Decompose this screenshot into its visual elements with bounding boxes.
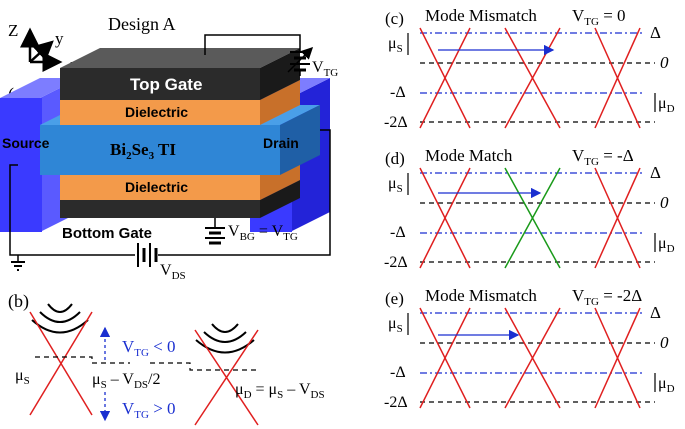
- bottom-dielectric-label: Dielectric: [125, 179, 188, 195]
- energy-panel-3: (e) Mode Mismatch VTG = -2Δ μS -Δ -2Δ Δ 0 μD: [384, 286, 675, 411]
- neg-2delta-label: -2Δ: [384, 394, 408, 411]
- panel-b: (b) μS μS – VDS/2 μD = μS – V: [8, 291, 325, 426]
- potential-profile: [35, 356, 260, 371]
- neg-delta-label: -Δ: [390, 364, 406, 381]
- panel-label: (c): [385, 9, 404, 28]
- vbg-source-icon: [205, 218, 225, 245]
- right-dirac-cone: [194, 329, 259, 426]
- dirac-cone-branch: [594, 167, 641, 269]
- dirac-cone-branch: [504, 167, 561, 269]
- vtg-value-label: VTG = -Δ: [572, 146, 634, 168]
- mid-potential-label: μS – VDS/2: [92, 371, 160, 391]
- dirac-cone-branch: [419, 27, 471, 129]
- dirac-cone-branch: [594, 27, 641, 129]
- source-label: Source: [2, 135, 50, 151]
- panel-label: (d): [385, 149, 405, 168]
- zero-label: 0: [660, 53, 669, 72]
- mu-d-label: μD: [658, 235, 675, 255]
- panel-b-label: (b): [8, 291, 29, 312]
- vtg-source-icon: [204, 34, 314, 76]
- mu-d-label-b: μD = μS – VDS: [235, 381, 325, 401]
- bottom-gate-label: Bottom Gate: [62, 225, 152, 242]
- zero-label: 0: [660, 193, 669, 212]
- vtg-negative-label: VTG < 0: [122, 337, 176, 359]
- axis-z-label: Z: [8, 21, 18, 40]
- mu-s-label: μS: [388, 315, 403, 335]
- top-gate: [60, 48, 300, 100]
- panel-label: (e): [385, 289, 404, 308]
- vtg-value-label: VTG = -2Δ: [572, 286, 642, 308]
- panel-title: Mode Match: [425, 146, 513, 165]
- mu-s-label: μS: [388, 35, 403, 55]
- vtg-positive-label: VTG > 0: [122, 399, 176, 421]
- dirac-cone-branch: [419, 167, 471, 269]
- top-dielectric-label: Dielectric: [125, 104, 188, 120]
- dirac-cone-branch: [419, 307, 471, 409]
- mu-s-label: μS: [388, 175, 403, 195]
- delta-label: Δ: [650, 163, 661, 182]
- mu-d-label: μD: [658, 95, 675, 115]
- vds-circuit-icon: [9, 129, 331, 271]
- top-gate-label: Top Gate: [130, 75, 202, 94]
- mu-s-label-b: μS: [15, 367, 30, 387]
- neg-delta-label: -Δ: [390, 224, 406, 241]
- energy-panel-2: (d) Mode Match VTG = -Δ μS -Δ -2Δ Δ 0 μD: [384, 146, 675, 271]
- panel-a: Z y x (a) Design A: [0, 14, 338, 282]
- neg-delta-label: -Δ: [390, 84, 406, 101]
- vtg-value-label: VTG = 0: [572, 6, 626, 28]
- delta-label: Δ: [650, 23, 661, 42]
- vbg-label: VBG = VTG: [228, 223, 298, 243]
- design-label: Design A: [108, 14, 176, 34]
- delta-label: Δ: [650, 303, 661, 322]
- dirac-cone-branch: [504, 307, 561, 409]
- drain-label: Drain: [263, 135, 299, 151]
- vtg-label: VTG: [312, 59, 338, 79]
- dirac-cone-branch: [504, 27, 561, 129]
- dirac-cone-branch: [594, 307, 641, 409]
- axis-y-label: y: [55, 29, 64, 48]
- mu-d-label: μD: [658, 375, 675, 395]
- energy-panel-1: (c) Mode Mismatch VTG = 0 μS -Δ -2Δ Δ 0 μD: [384, 6, 675, 131]
- zero-label: 0: [660, 333, 669, 352]
- panel-title: Mode Mismatch: [425, 6, 537, 25]
- left-dirac-cone: [29, 311, 93, 416]
- axes-icon: [20, 27, 63, 72]
- neg-2delta-label: -2Δ: [384, 254, 408, 271]
- vds-label: VDS: [160, 262, 186, 282]
- right-panels: (c) Mode Mismatch VTG = 0 μS -Δ -2Δ Δ 0 μD (d) Mod…: [384, 6, 675, 411]
- panel-title: Mode Mismatch: [425, 286, 537, 305]
- neg-2delta-label: -2Δ: [384, 114, 408, 131]
- ti-label: Bi2Se3 TI: [110, 140, 176, 162]
